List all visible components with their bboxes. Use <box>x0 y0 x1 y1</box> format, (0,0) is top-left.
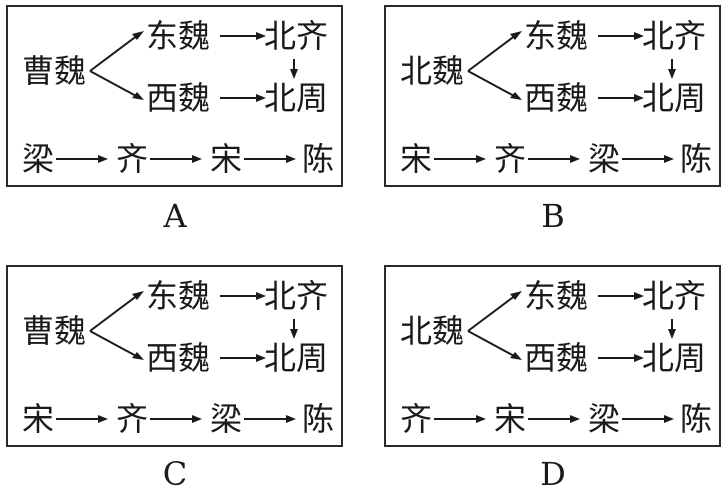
flow-arrows <box>56 31 298 163</box>
northern-zhou-label: 北周 <box>642 79 707 117</box>
southern-dynasty-2: 齐 <box>116 140 149 178</box>
option-d-panel: 北魏 东魏 西魏 北齐 北周 齐 宋 梁 陈 <box>384 265 721 447</box>
eastern-wei-label: 东魏 <box>146 17 211 55</box>
northern-qi-label: 北齐 <box>642 277 707 315</box>
southern-dynasty-2: 齐 <box>116 400 149 438</box>
option-b-panel: 北魏 东魏 西魏 北齐 北周 宋 齐 梁 陈 <box>384 5 721 187</box>
southern-dynasty-3: 宋 <box>210 140 243 178</box>
southern-dynasty-2: 齐 <box>494 140 527 178</box>
western-wei-label: 西魏 <box>524 79 589 117</box>
southern-dynasty-3: 梁 <box>210 400 243 438</box>
option-c-panel: 曹魏 东魏 西魏 北齐 北周 宋 齐 梁 陈 <box>6 265 343 447</box>
root-state-label: 曹魏 <box>22 312 87 350</box>
option-b-caption: B <box>541 197 565 235</box>
southern-dynasty-4: 陈 <box>302 400 335 438</box>
northern-zhou-label: 北周 <box>642 339 707 377</box>
western-wei-label: 西魏 <box>146 339 211 377</box>
northern-qi-label: 北齐 <box>642 17 707 55</box>
flow-arrows <box>56 291 298 423</box>
flow-arrows <box>434 31 676 163</box>
root-state-label: 曹魏 <box>22 52 87 90</box>
eastern-wei-label: 东魏 <box>524 17 589 55</box>
southern-dynasty-3: 梁 <box>588 140 621 178</box>
root-state-label: 北魏 <box>400 312 465 350</box>
option-d-caption: D <box>540 455 566 493</box>
northern-qi-label: 北齐 <box>264 277 329 315</box>
western-wei-label: 西魏 <box>146 79 211 117</box>
eastern-wei-label: 东魏 <box>146 277 211 315</box>
option-a-panel: 曹魏 东魏 西魏 北齐 北周 梁 齐 宋 陈 <box>6 5 343 187</box>
northern-zhou-label: 北周 <box>264 79 329 117</box>
southern-dynasty-1: 宋 <box>400 140 433 178</box>
root-state-label: 北魏 <box>400 52 465 90</box>
northern-zhou-label: 北周 <box>264 339 329 377</box>
southern-dynasty-4: 陈 <box>680 140 713 178</box>
western-wei-label: 西魏 <box>524 339 589 377</box>
southern-dynasty-1: 齐 <box>400 400 433 438</box>
flow-arrows <box>434 291 676 423</box>
eastern-wei-label: 东魏 <box>524 277 589 315</box>
option-c-caption: C <box>162 455 188 493</box>
southern-dynasty-1: 宋 <box>22 400 55 438</box>
southern-dynasty-4: 陈 <box>302 140 335 178</box>
southern-dynasty-2: 宋 <box>494 400 527 438</box>
option-a-caption: A <box>163 197 187 235</box>
southern-dynasty-3: 梁 <box>588 400 621 438</box>
southern-dynasty-1: 梁 <box>22 140 55 178</box>
southern-dynasty-4: 陈 <box>680 400 713 438</box>
northern-qi-label: 北齐 <box>264 17 329 55</box>
